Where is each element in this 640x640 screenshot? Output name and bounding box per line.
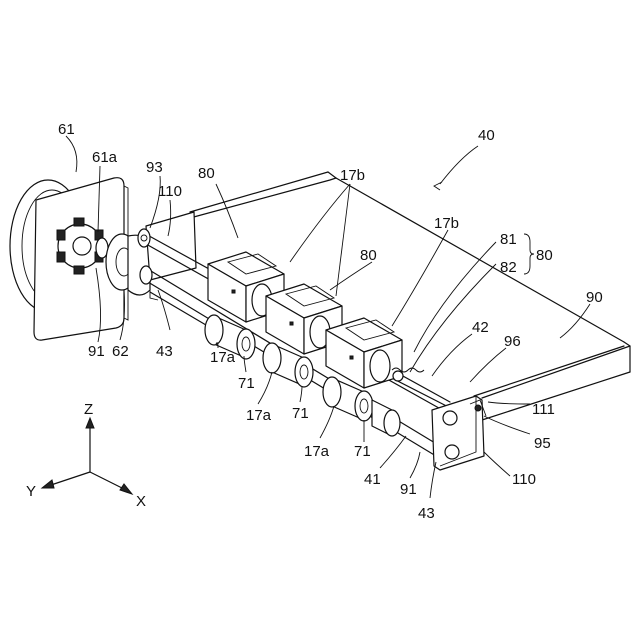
axis-y-label: Y <box>26 483 36 500</box>
label-80-b: 80 <box>360 247 377 264</box>
label-41: 41 <box>364 471 381 488</box>
frame-110-left <box>146 212 196 300</box>
label-17a-b: 17a <box>246 407 272 424</box>
label-62: 62 <box>112 343 129 360</box>
label-90: 90 <box>586 289 603 306</box>
label-43-b: 43 <box>418 505 435 522</box>
label-71-b: 71 <box>292 405 309 422</box>
label-61: 61 <box>58 121 75 138</box>
label-40: 40 <box>478 127 495 144</box>
label-110-top: 110 <box>158 183 182 200</box>
label-91-a: 91 <box>88 343 105 360</box>
label-17a-a: 17a <box>210 349 236 366</box>
label-81: 81 <box>500 231 517 248</box>
label-17b-a: 17b <box>340 167 365 184</box>
label-95: 95 <box>534 435 551 452</box>
label-71-a: 71 <box>238 375 255 392</box>
label-91-b: 91 <box>400 481 417 498</box>
holder-80-c <box>326 318 402 388</box>
label-80-brace: 80 <box>536 247 553 264</box>
label-80-a: 80 <box>198 165 215 182</box>
label-82: 82 <box>500 259 517 276</box>
label-93: 93 <box>146 159 163 176</box>
label-71-c: 71 <box>354 443 371 460</box>
label-111: 111 <box>532 401 555 418</box>
label-61a: 61a <box>92 149 118 166</box>
label-43-a: 43 <box>156 343 173 360</box>
axis-z-label: Z <box>84 401 93 418</box>
label-42: 42 <box>472 319 489 336</box>
frame-110-right <box>432 396 486 470</box>
label-17b-b: 17b <box>434 215 459 232</box>
axis-x-label: X <box>136 493 146 510</box>
label-96: 96 <box>504 333 521 350</box>
label-110-bottom: 110 <box>512 471 536 488</box>
label-17a-c: 17a <box>304 443 330 460</box>
axes: Z Y X <box>26 401 146 510</box>
